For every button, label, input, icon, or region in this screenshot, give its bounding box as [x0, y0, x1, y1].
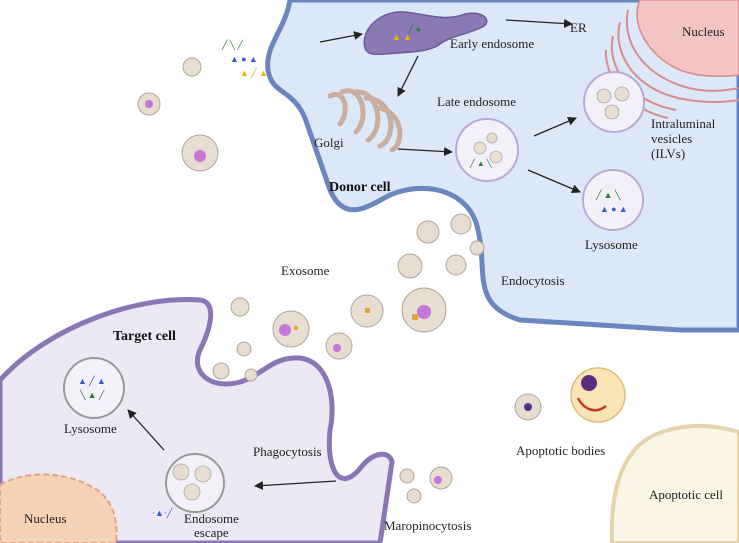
- svg-text:╲ ▲ ╱: ╲ ▲ ╱: [79, 389, 105, 401]
- exosome-cargo: [294, 308, 418, 330]
- er-label: ER: [570, 20, 587, 35]
- apoptotic-bodies: Apoptotic bodies: [514, 367, 626, 458]
- arrow-to-donor-lysosome: [527, 169, 581, 194]
- donor-nucleus: [636, 0, 739, 77]
- target-cell-label: Target cell: [113, 329, 176, 344]
- free-cargo: ╱ ╲ ╱ ▲ ● ▲ ▲ ╱ ▲: [221, 39, 268, 79]
- apoptotic-cell-label: Apoptotic cell: [649, 487, 723, 502]
- svg-text:▲ ▲: ▲ ▲: [392, 32, 412, 42]
- svg-text:╱ ▲ ╲: ╱ ▲ ╲: [595, 189, 621, 201]
- svg-text:▲ ● ▲: ▲ ● ▲: [230, 54, 258, 64]
- endosome-escape-label-line2: escape: [194, 525, 229, 540]
- early-endosome-label: Early endosome: [450, 36, 534, 51]
- ilvs-label-line1: Intraluminal: [651, 116, 716, 131]
- svg-text:╱ ╲ ╱: ╱ ╲ ╱: [221, 39, 243, 51]
- ilvs-vesicle: Intraluminal vesicles (ILVs): [583, 71, 716, 161]
- donor-cell-label: Donor cell: [329, 180, 391, 195]
- svg-text:·▲·╱: ·▲·╱: [152, 507, 173, 519]
- exosome-cloud: [137, 57, 485, 504]
- ilvs-label-line2: vesicles: [651, 131, 692, 146]
- early-endosome: ▲ ▲ ╱ ● Early endosome: [363, 11, 534, 56]
- maropinocytosis-label: Maropinocytosis: [384, 518, 471, 533]
- exosome-nuclei: [145, 100, 442, 484]
- target-lysosome: ▲ ╱ ▲ ╲ ▲ ╱ Lysosome: [63, 357, 125, 436]
- late-endosome: ╱ ▲ ╲ Late endosome: [437, 94, 519, 182]
- svg-text:▲ ╱ ▲: ▲ ╱ ▲: [78, 375, 106, 387]
- target-nucleus-group: Nucleus: [0, 473, 118, 543]
- arrow-to-endosome-escape: [254, 480, 337, 490]
- target-arrows: [127, 409, 337, 490]
- arrow-to-late-endosome: [397, 147, 453, 157]
- target-nucleus-label: Nucleus: [24, 511, 67, 526]
- svg-text:╱ ▲ ╲: ╱ ▲ ╲: [469, 158, 493, 168]
- golgi-label: Golgi: [314, 135, 344, 150]
- donor-lysosome: ╱ ▲ ╲ ▲ ● ▲ Lysosome: [582, 169, 644, 252]
- endosome-escape-label-line1: Endosome: [184, 511, 239, 526]
- donor-lysosome-label: Lysosome: [585, 237, 638, 252]
- arrow-to-ilvs: [533, 117, 577, 137]
- target-nucleus: [0, 473, 118, 543]
- donor-arrows: [319, 19, 581, 194]
- arrow-to-er: [505, 19, 573, 29]
- late-endosome-label: Late endosome: [437, 94, 516, 109]
- target-lysosome-label: Lysosome: [64, 421, 117, 436]
- ilvs-label-line3: (ILVs): [651, 146, 685, 161]
- exosome-label: Exosome: [281, 263, 330, 278]
- phagocytosis-label: Phagocytosis: [253, 444, 322, 459]
- endosome-escape: ·▲·╱ Endosome escape: [152, 453, 239, 540]
- donor-nucleus-label: Nucleus: [682, 24, 725, 39]
- svg-text:▲ ╱ ▲: ▲ ╱ ▲: [240, 67, 268, 79]
- apoptotic-bodies-label: Apoptotic bodies: [516, 443, 605, 458]
- svg-text:╱ ●: ╱ ●: [407, 23, 421, 35]
- svg-text:▲ ● ▲: ▲ ● ▲: [600, 204, 628, 214]
- endocytosis-label: Endocytosis: [501, 273, 565, 288]
- arrow-to-golgi: [397, 55, 419, 97]
- golgi-apparatus: [327, 88, 403, 153]
- arrow-to-early-endosome: [319, 31, 363, 43]
- apoptotic-cell: Apoptotic cell: [609, 423, 739, 543]
- arrow-to-target-lysosome: [127, 409, 165, 451]
